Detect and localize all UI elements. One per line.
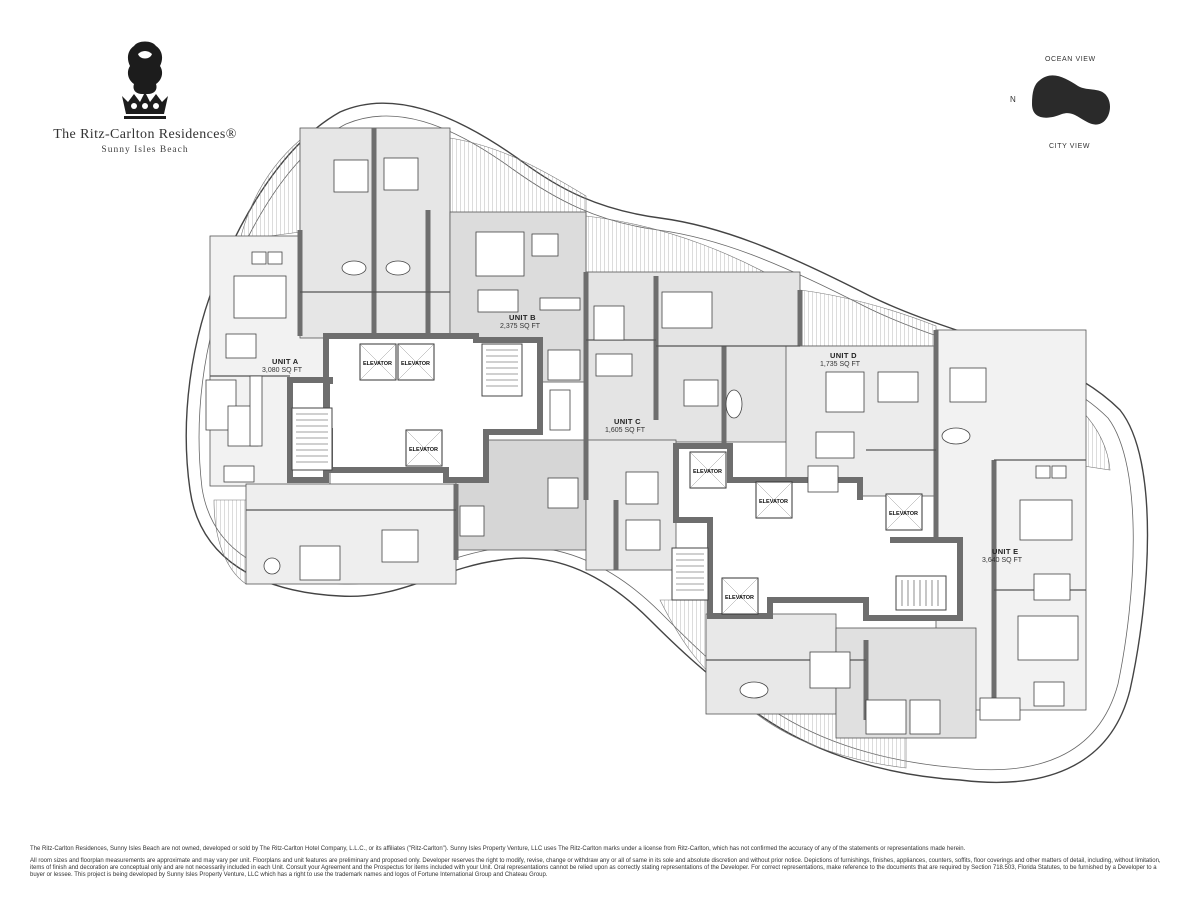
unit-d-area-text: 1,735 SQ FT: [820, 361, 861, 368]
elevator-6: ELEVATOR: [885, 493, 923, 531]
unit-c-label: UNIT C: [614, 417, 641, 426]
unit-d-south: [705, 613, 837, 715]
elevator-1-label: ELEVATOR: [363, 361, 392, 367]
disclaimer-paragraph-1: The Ritz-Carlton Residences, Sunny Isles…: [30, 846, 966, 852]
building-footprint-icon: [1032, 75, 1111, 125]
elevator-3-label: ELEVATOR: [409, 447, 438, 453]
stairs-east: [895, 575, 947, 611]
unit-a-label: UNIT A: [272, 357, 299, 366]
lion-crown-emblem-icon: [122, 41, 168, 119]
unit-a-area-text: 3,080 SQ FT: [262, 367, 303, 374]
interior-walls: [297, 128, 997, 720]
elevator-5-label: ELEVATOR: [759, 499, 788, 505]
brand-logo: The Ritz-Carlton Residences® Sunny Isles…: [30, 40, 260, 155]
elevator-2-label: ELEVATOR: [401, 361, 430, 367]
elevator-7: ELEVATOR: [721, 577, 759, 615]
elevator-6-label: ELEVATOR: [889, 511, 918, 517]
elevator-2: ELEVATOR: [397, 343, 435, 381]
disclaimer-paragraph-2: All room sizes and floorplan measurement…: [30, 858, 1161, 878]
elevator-5: ELEVATOR: [755, 481, 793, 519]
terrace-north-d: [799, 289, 937, 347]
furniture: [205, 157, 1079, 735]
stairs-north: [481, 343, 523, 397]
terrace-north-west: [239, 139, 301, 241]
stairs-center: [671, 547, 709, 601]
view-orientation: OCEAN VIEW N CITY VIEW: [1000, 52, 1130, 162]
unit-b-label: UNIT B: [509, 313, 536, 322]
north-label: N: [1010, 95, 1017, 104]
unit-a-south: [245, 483, 457, 585]
elevator-7-label: ELEVATOR: [725, 595, 754, 601]
unit-e-label: UNIT E: [992, 547, 1018, 556]
elevator-1: ELEVATOR: [359, 343, 397, 381]
stairs-west: [291, 407, 333, 471]
terrace-north-b: [449, 137, 587, 217]
elevator-4-label: ELEVATOR: [693, 469, 722, 475]
unit-b-area-text: 2,375 SQ FT: [500, 323, 541, 330]
ocean-view-label: OCEAN VIEW: [1045, 56, 1096, 63]
unit-c-area-text: 1,605 SQ FT: [605, 427, 646, 434]
unit-c-south: [585, 439, 677, 571]
brand-name: The Ritz-Carlton Residences®: [53, 127, 237, 142]
city-view-label: CITY VIEW: [1049, 143, 1091, 150]
legal-disclaimer: The Ritz-Carlton Residences, Sunny Isles…: [30, 846, 1165, 884]
elevator-3: ELEVATOR: [405, 429, 443, 467]
unit-d-label: UNIT D: [830, 351, 857, 360]
unit-e-area-text: 3,640 SQ FT: [982, 557, 1023, 564]
brand-location: Sunny Isles Beach: [101, 145, 189, 155]
floor-plan: ELEVATOR ELEVATOR ELEVATOR ELEVATOR ELEV…: [185, 102, 1149, 783]
elevator-4: ELEVATOR: [689, 451, 727, 489]
